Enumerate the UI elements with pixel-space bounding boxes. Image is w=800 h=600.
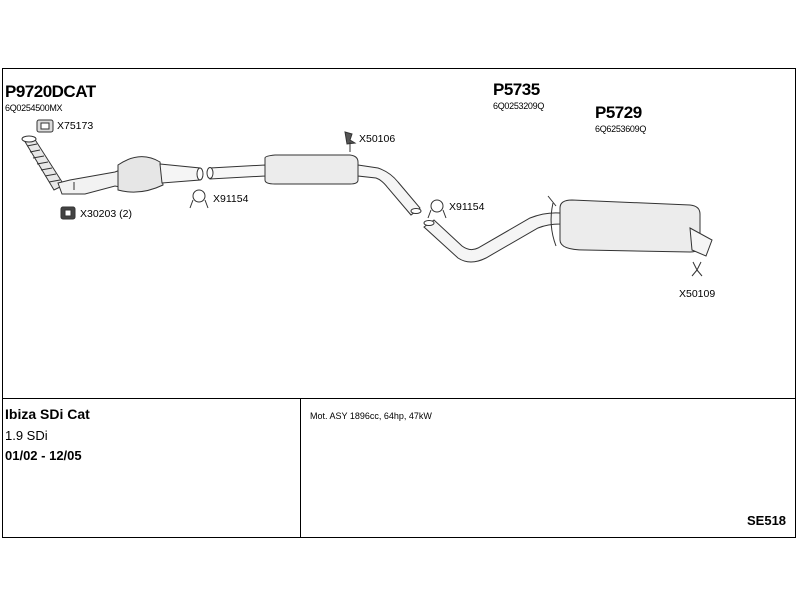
accessory-label-5: X91154 [449,201,485,213]
middle-pipe [206,154,422,216]
part-code-rear: P5729 [595,103,642,122]
front-flex-pipe [21,135,65,191]
info-divider [2,398,796,399]
catalytic-converter [57,156,204,195]
accessory-icons [36,119,703,277]
part-oem-rear: 6Q6253609Q [595,124,647,134]
accessory-label-3: X91154 [213,193,249,205]
accessory-label-1: X75173 [57,120,94,132]
vehicle-model: Ibiza SDi Cat [5,406,90,422]
vehicle-years: 01/02 - 12/05 [5,448,82,463]
accessory-label-4: X50106 [359,133,396,145]
part-oem-front: 6Q0254500MX [5,103,63,113]
part-code-front: P9720DCAT [5,82,96,101]
motor-info: Mot. ASY 1896cc, 64hp, 47kW [310,411,432,421]
vehicle-engine: 1.9 SDi [5,428,48,443]
diagram-frame [2,68,796,538]
accessory-label-2: X30203 (2) [80,208,132,220]
diagram-code: SE518 [747,513,787,528]
info-column-divider [300,398,301,538]
rear-silencer [423,195,713,263]
part-oem-middle: 6Q0253209Q [493,101,545,111]
accessory-label-6: X50109 [679,288,716,300]
part-code-middle: P5735 [493,80,540,99]
